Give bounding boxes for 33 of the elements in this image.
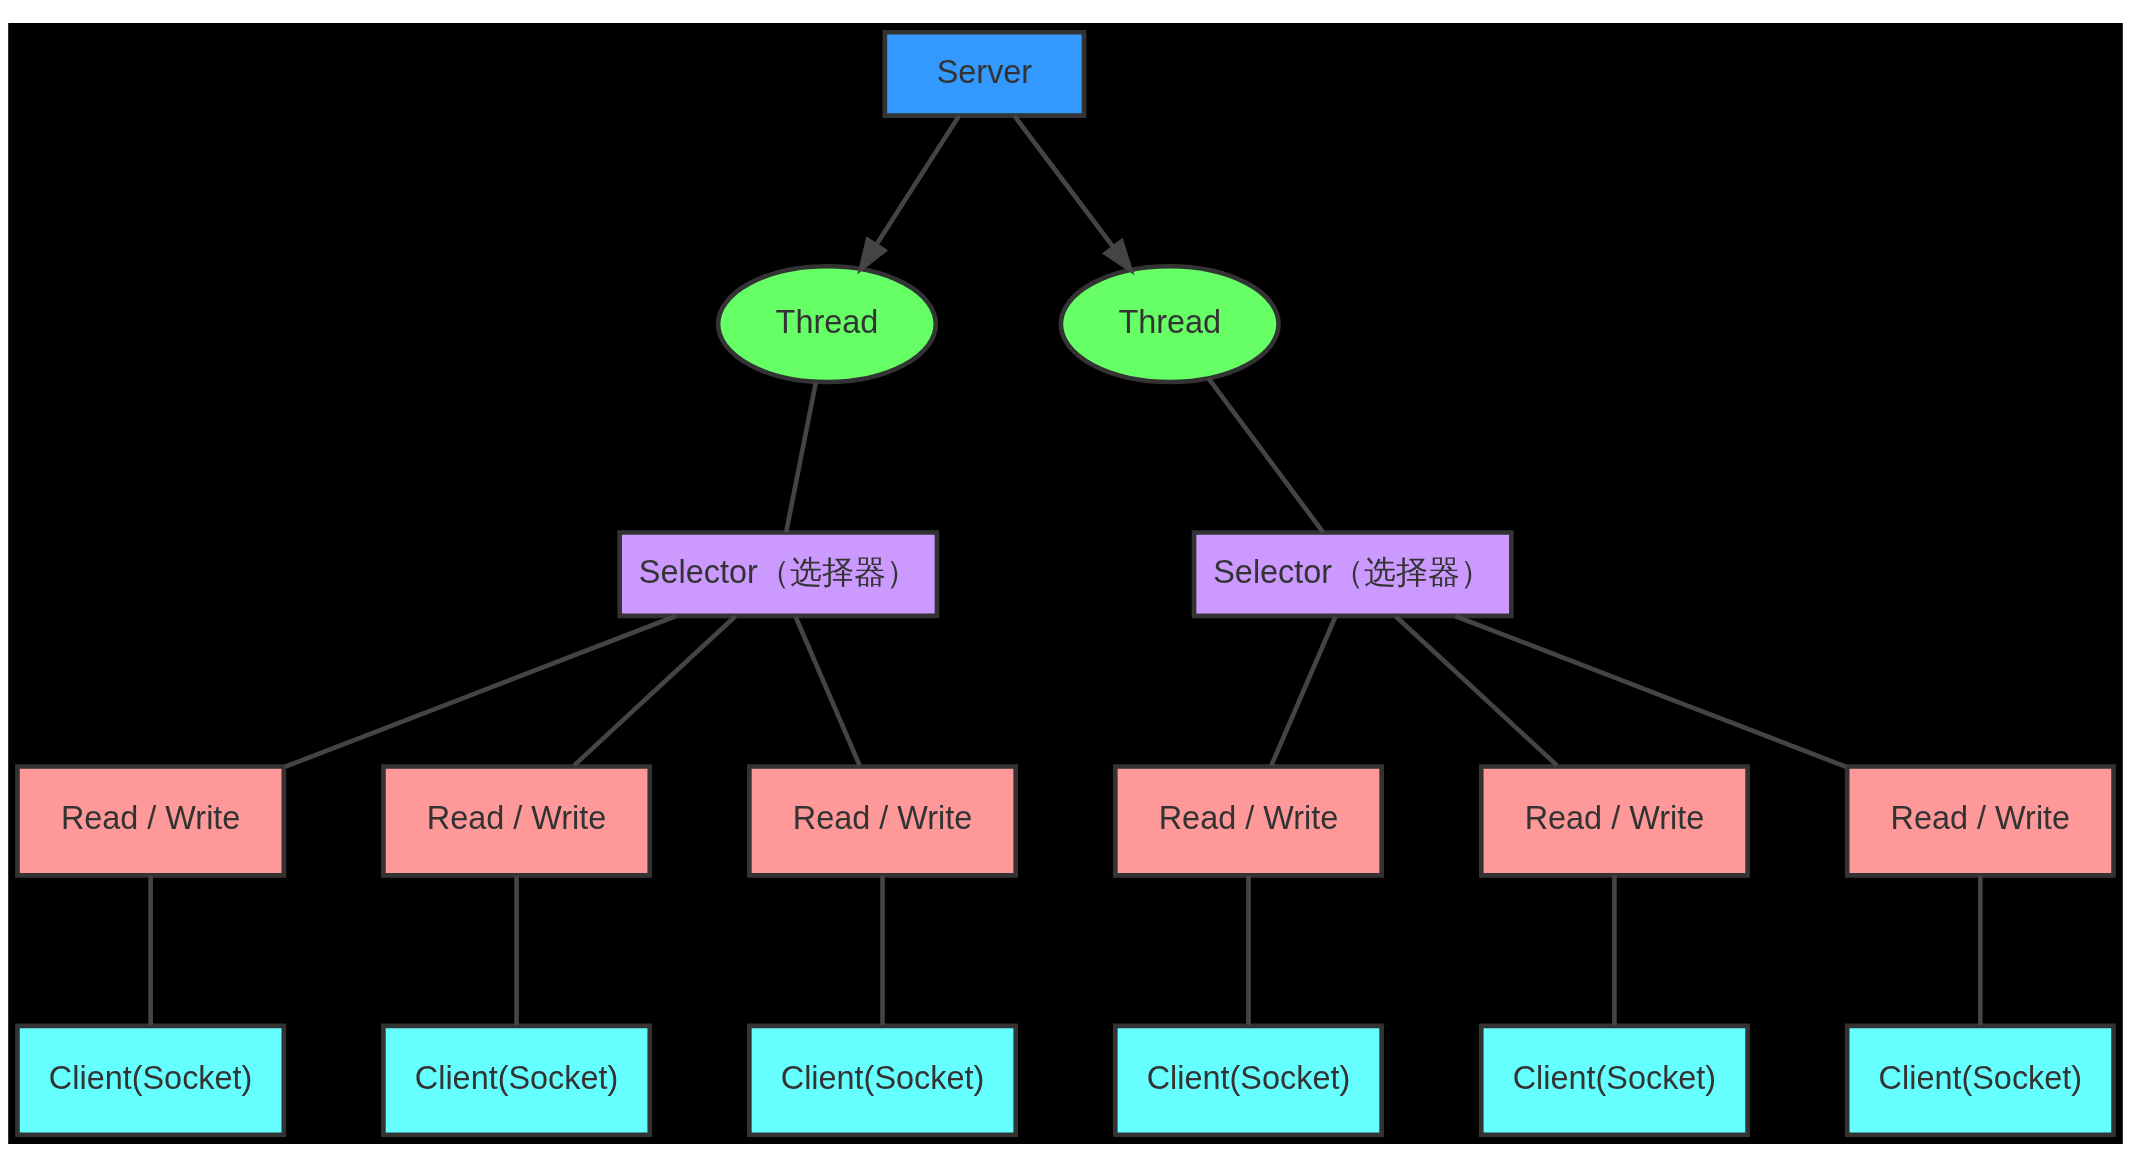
node-box: Read / Write <box>1113 763 1384 878</box>
node-box: Client(Socket) <box>1113 1023 1384 1137</box>
node-box: Selector（选择器） <box>1191 529 1514 618</box>
connector <box>514 874 519 1025</box>
node-ellipse: Thread <box>715 263 939 384</box>
connector <box>1454 613 1848 769</box>
connector <box>880 874 885 1025</box>
arrow <box>1012 113 1135 275</box>
node-box: Read / Write <box>747 763 1018 878</box>
node-ellipse: Thread <box>1058 263 1281 384</box>
node-box: Client(Socket) <box>747 1023 1018 1137</box>
connector <box>148 874 153 1025</box>
connector <box>793 615 862 767</box>
node-box: Server <box>882 29 1087 118</box>
connector <box>1269 615 1338 767</box>
connector <box>1246 874 1251 1025</box>
node-box: Client(Socket) <box>1844 1023 2116 1137</box>
connector <box>572 613 738 767</box>
arrow <box>857 113 962 275</box>
node-box: Client(Socket) <box>1478 1023 1750 1137</box>
node-box: Read / Write <box>1478 763 1750 878</box>
node-box: Client(Socket) <box>381 1023 653 1137</box>
connector <box>1978 874 1983 1025</box>
node-box: Selector（选择器） <box>617 529 940 618</box>
node-box: Read / Write <box>1844 763 2116 878</box>
node-box: Client(Socket) <box>15 1023 287 1137</box>
connector <box>1393 613 1559 767</box>
connector <box>783 381 819 533</box>
connector <box>1612 874 1617 1025</box>
connector <box>1206 376 1325 533</box>
node-box: Read / Write <box>15 763 287 878</box>
node-box: Read / Write <box>381 763 653 878</box>
connector <box>283 613 677 769</box>
